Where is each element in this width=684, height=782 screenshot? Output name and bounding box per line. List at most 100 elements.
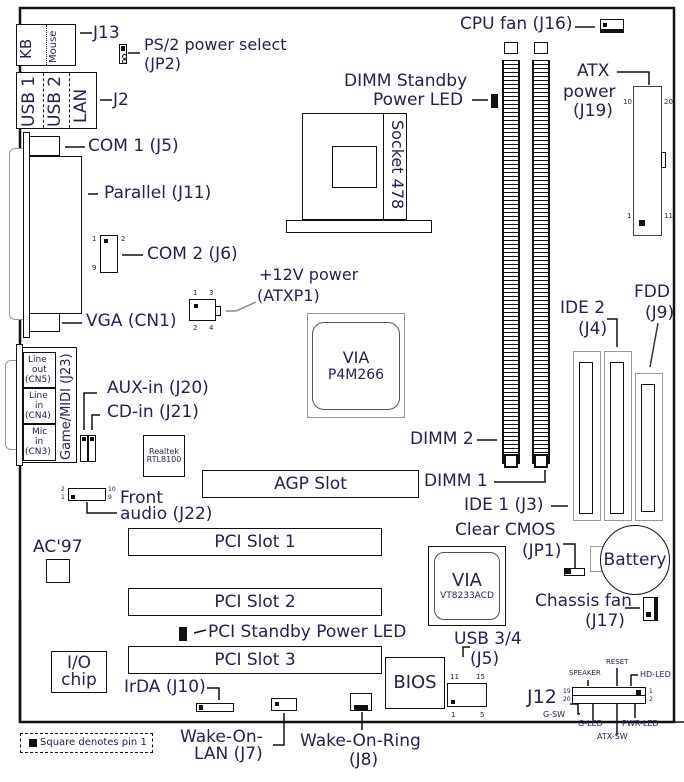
chassis-fan-connector[interactable] (643, 597, 658, 621)
usb34-label-line2: (J5) (470, 649, 500, 669)
game-midi-label: Game/MIDI (J23) (59, 353, 74, 460)
usb-lan-port: USB 1 USB 2 LAN (16, 72, 97, 129)
clear-cmos-label-line1: Clear CMOS (455, 520, 556, 540)
pci-standby-led (179, 627, 187, 641)
legend-text: Square denotes pin 1 (40, 737, 147, 748)
atx-power-label-line3: (J19) (573, 101, 613, 121)
cpu-fan-label: CPU fan (J16) (460, 14, 573, 34)
aux-in-label: AUX-in (J20) (107, 378, 209, 398)
atx-power-label-line2: power (563, 82, 616, 102)
cpu-fan-connector[interactable] (600, 19, 624, 33)
socket-label: Socket 478 (388, 120, 407, 210)
atxp1-label-line1: +12V power (259, 265, 359, 284)
j13-label: J13 (93, 23, 120, 43)
southbridge-chip: VIA VT8233ACD (428, 546, 506, 626)
pin1-legend: Square denotes pin 1 (20, 733, 153, 753)
parallel-port (29, 156, 82, 314)
dimm-standby-led (491, 94, 498, 108)
j2-label: J2 (113, 90, 129, 110)
fdd-connector[interactable] (635, 373, 663, 521)
kb-mouse-port: KB Mouse (16, 24, 76, 66)
kb-label: KB (17, 38, 35, 59)
ide1-connector[interactable] (573, 351, 601, 521)
pci-slot-1[interactable]: PCI Slot 1 (128, 528, 382, 556)
wol-label-line1: Wake-On- (180, 727, 263, 747)
front-audio-label-line1: Front (120, 488, 163, 508)
parallel-label: Parallel (J11) (104, 183, 212, 203)
cd-in-header[interactable] (88, 435, 96, 462)
realtek-lan-chip: Realtek RTL8100 (143, 435, 185, 477)
front-audio-label-line2: audio (J22) (120, 504, 213, 524)
vga-port (29, 313, 60, 332)
jp2-label-line1: PS/2 power select (144, 35, 287, 54)
usb2-label: USB 2 (45, 75, 65, 127)
j12-pwr-led-label: PWR-LED (622, 719, 659, 728)
j12-reset-label: RESET (606, 658, 629, 666)
bios-chip: BIOS (385, 657, 445, 709)
wor-connector[interactable] (350, 693, 372, 711)
j12-hd-led-label: HD-LED (640, 670, 671, 679)
jp2-jumper[interactable] (119, 44, 127, 64)
socket-lever (286, 220, 432, 233)
pci-standby-label: PCI Standby Power LED (208, 622, 407, 642)
ide1-label: IDE 1 (J3) (464, 495, 544, 515)
wol-connector[interactable] (271, 698, 297, 711)
dimm2-label: DIMM 2 (410, 429, 474, 449)
dimm1-label: DIMM 1 (424, 471, 488, 491)
ide2-label-line2: (J4) (578, 319, 608, 339)
usb34-header[interactable] (447, 683, 487, 707)
irda-label: IrDA (J10) (124, 677, 206, 697)
fdd-label-line2: (J9) (645, 303, 675, 323)
aux-in-header[interactable] (80, 435, 88, 462)
dimm-standby-label-line1: DIMM Standby (344, 71, 468, 91)
j12-g-led-label: G-LED (578, 719, 603, 728)
atxp1-label-line2: (ATXP1) (257, 286, 320, 305)
ide2-label-line1: IDE 2 (560, 298, 606, 318)
jp1-jumper[interactable] (564, 568, 585, 576)
clear-cmos-label-line2: (JP1) (522, 541, 562, 561)
northbridge-chip: VIA P4M266 (307, 313, 405, 418)
atxp1-connector[interactable] (189, 299, 216, 321)
wor-label-line2: (J8) (349, 750, 379, 770)
cd-in-label: CD-in (J21) (107, 402, 199, 422)
wor-label-line1: Wake-On-Ring (300, 731, 421, 751)
com1-port (28, 136, 60, 156)
front-audio-header[interactable] (68, 488, 106, 501)
irda-connector[interactable] (196, 703, 234, 712)
port-shield (9, 148, 27, 320)
com1-label: COM 1 (J5) (88, 136, 179, 156)
j12-label: J12 (527, 686, 557, 708)
j12-speaker-label: SPEAKER (569, 669, 601, 677)
mic-in-jack: Mic in (CN3) (23, 424, 56, 461)
atx-power-connector[interactable] (633, 86, 662, 236)
pin1-square-icon (29, 739, 37, 747)
atx-power-label-line1: ATX (577, 61, 610, 81)
usb1-label: USB 1 (19, 75, 39, 127)
dimm-standby-label-line2: Power LED (373, 90, 464, 110)
usb34-label-line1: USB 3/4 (454, 629, 522, 649)
j12-g-sw-label: G-SW (543, 710, 566, 719)
ac97-label: AC'97 (33, 537, 83, 557)
line-in-jack: Line in (CN4) (23, 388, 56, 424)
wol-label-line2: LAN (J7) (194, 744, 263, 764)
fdd-label-line1: FDD (634, 282, 670, 302)
j12-front-panel-header[interactable] (572, 687, 646, 704)
ide2-connector[interactable] (604, 351, 632, 521)
j12-atx-sw-label: ATX-SW (597, 732, 628, 741)
mouse-label: Mouse (48, 30, 59, 63)
battery: Battery (600, 525, 670, 595)
pci-slot-2[interactable]: PCI Slot 2 (128, 588, 382, 616)
agp-slot[interactable]: AGP Slot (202, 470, 419, 498)
com2-header[interactable] (100, 235, 118, 273)
cpu-socket: Socket 478 (302, 113, 407, 220)
ac97-chip (46, 559, 70, 583)
jp2-label-line2: (JP2) (144, 54, 182, 73)
chassis-fan-label-line1: Chassis fan (535, 591, 632, 611)
dimm2-slot[interactable] (502, 60, 520, 464)
pci-slot-3[interactable]: PCI Slot 3 (128, 646, 382, 674)
dimm1-slot[interactable] (532, 60, 550, 464)
chassis-fan-label-line2: (J17) (585, 611, 625, 631)
com2-label: COM 2 (J6) (147, 244, 238, 264)
vga-label: VGA (CN1) (86, 311, 177, 331)
lan-label: LAN (71, 88, 91, 123)
